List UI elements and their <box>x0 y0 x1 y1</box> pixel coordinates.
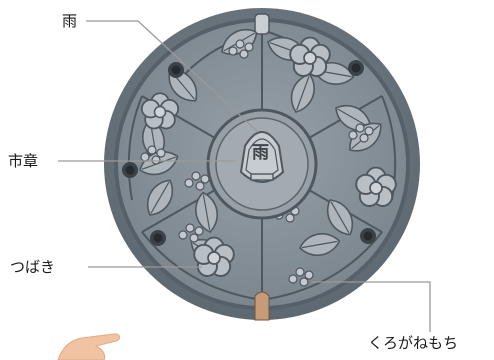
label-kurogane-holly: くろがねもち <box>368 334 459 352</box>
bottom-notch <box>254 291 270 321</box>
label-rain: 雨 <box>62 12 78 30</box>
city-crest-emblem <box>239 131 285 183</box>
label-camellia: つばき <box>10 258 56 276</box>
rain-kanji-on-cover: 雨 <box>252 143 269 163</box>
label-city-crest: 市章 <box>8 152 39 170</box>
